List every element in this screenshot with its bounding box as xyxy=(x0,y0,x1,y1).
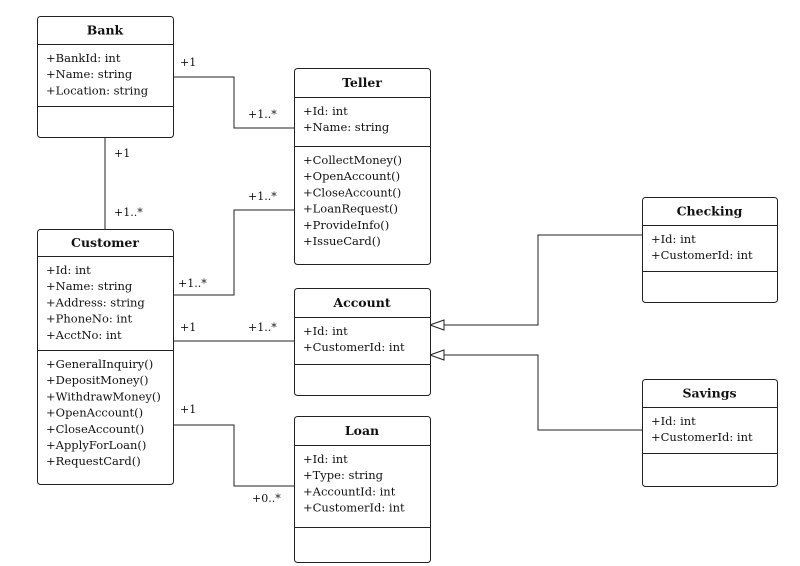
mult-customer-account-to: +1..* xyxy=(248,321,277,334)
account-class-box xyxy=(294,288,431,396)
bank-attribute: +BankId: int xyxy=(46,51,121,65)
teller-attribute: +Id: int xyxy=(303,104,348,118)
mult-customer-teller-to: +1..* xyxy=(248,190,277,203)
customer-method: +WithdrawMoney() xyxy=(46,389,161,403)
association-customer-teller[interactable] xyxy=(173,209,294,296)
bank-attribute: +Name: string xyxy=(46,67,133,81)
account-class-name: Account xyxy=(332,295,390,310)
customer-class-box xyxy=(37,229,174,485)
customer-method: +RequestCard() xyxy=(46,454,141,468)
teller-class-name: Teller xyxy=(342,75,382,90)
savings-attribute: +Id: int xyxy=(651,414,696,428)
teller-method: +ProvideInfo() xyxy=(303,218,389,232)
bank-attribute: +Location: string xyxy=(46,83,149,97)
multiplicity-labels: +1 +1..* +1 +1..* +1..* +1..* +1 +1..* +… xyxy=(114,56,281,505)
mult-bank-customer-to: +1..* xyxy=(114,206,143,219)
bank-class-box xyxy=(37,16,174,138)
mult-bank-teller-from: +1 xyxy=(180,56,196,69)
savings-class-name: Savings xyxy=(682,386,736,401)
teller-method: +IssueCard() xyxy=(303,234,381,248)
checking-class-box xyxy=(642,197,778,303)
generalization-savings-account[interactable] xyxy=(444,354,642,431)
customer-class-name: Customer xyxy=(71,235,139,250)
customer-method: +GeneralInquiry() xyxy=(46,357,153,371)
checking-attribute: +CustomerId: int xyxy=(651,248,753,262)
mult-customer-account-from: +1 xyxy=(180,321,196,334)
customer-attribute: +Name: string xyxy=(46,279,133,293)
class-teller[interactable]: Teller +Id: int +Name: string +CollectMoney… xyxy=(294,68,431,265)
customer-attribute: +Address: string xyxy=(46,295,145,309)
loan-class-name: Loan xyxy=(345,423,379,438)
class-account[interactable]: Account +Id: int +CustomerId: int xyxy=(294,288,431,396)
mult-customer-loan-from: +1 xyxy=(180,403,196,416)
account-attribute: +CustomerId: int xyxy=(303,340,405,354)
teller-method: +CollectMoney() xyxy=(303,153,402,167)
class-bank[interactable]: Bank +BankId: int +Name: string +Location: … xyxy=(37,16,174,138)
teller-attribute: +Name: string xyxy=(303,120,390,134)
mult-customer-teller-from: +1..* xyxy=(178,277,207,290)
customer-method: +DepositMoney() xyxy=(46,373,149,387)
checking-class-name: Checking xyxy=(677,204,743,219)
connectors xyxy=(104,76,642,487)
checking-attribute: +Id: int xyxy=(651,232,696,246)
mult-bank-customer-from: +1 xyxy=(114,147,130,160)
savings-class-box xyxy=(642,379,778,487)
mult-bank-teller-to: +1..* xyxy=(248,108,277,121)
teller-method: +CloseAccount() xyxy=(303,185,401,199)
generalization-arrowhead-savings xyxy=(428,349,445,361)
customer-attribute: +PhoneNo: int xyxy=(46,312,133,326)
generalization-checking-account[interactable] xyxy=(444,234,642,326)
loan-attribute: +AccountId: int xyxy=(303,484,396,498)
account-attribute: +Id: int xyxy=(303,324,348,338)
mult-customer-loan-to: +0..* xyxy=(252,492,281,505)
customer-method: +CloseAccount() xyxy=(46,422,144,436)
loan-attribute: +CustomerId: int xyxy=(303,501,405,515)
class-checking[interactable]: Checking +Id: int +CustomerId: int xyxy=(642,197,778,303)
loan-attribute: +Id: int xyxy=(303,452,348,466)
customer-attribute: +Id: int xyxy=(46,263,91,277)
loan-class-box xyxy=(294,416,431,563)
class-savings[interactable]: Savings +Id: int +CustomerId: int xyxy=(642,379,778,487)
customer-method: +ApplyForLoan() xyxy=(46,438,146,452)
association-customer-loan[interactable] xyxy=(173,424,294,487)
savings-attribute: +CustomerId: int xyxy=(651,430,753,444)
classes: Bank +BankId: int +Name: string +Location: … xyxy=(37,16,778,563)
teller-method: +LoanRequest() xyxy=(303,202,398,216)
teller-class-box xyxy=(294,68,431,265)
bank-class-name: Bank xyxy=(87,23,124,38)
class-customer[interactable]: Customer +Id: int +Name: string +Address: s… xyxy=(37,229,174,485)
teller-method: +OpenAccount() xyxy=(303,169,400,183)
loan-attribute: +Type: string xyxy=(303,468,384,482)
class-loan[interactable]: Loan +Id: int +Type: string +AccountId: int… xyxy=(294,416,431,563)
association-bank-teller[interactable] xyxy=(173,76,294,129)
generalization-arrowhead-checking xyxy=(428,319,445,331)
customer-method: +OpenAccount() xyxy=(46,406,143,420)
customer-attribute: +AcctNo: int xyxy=(46,328,122,342)
